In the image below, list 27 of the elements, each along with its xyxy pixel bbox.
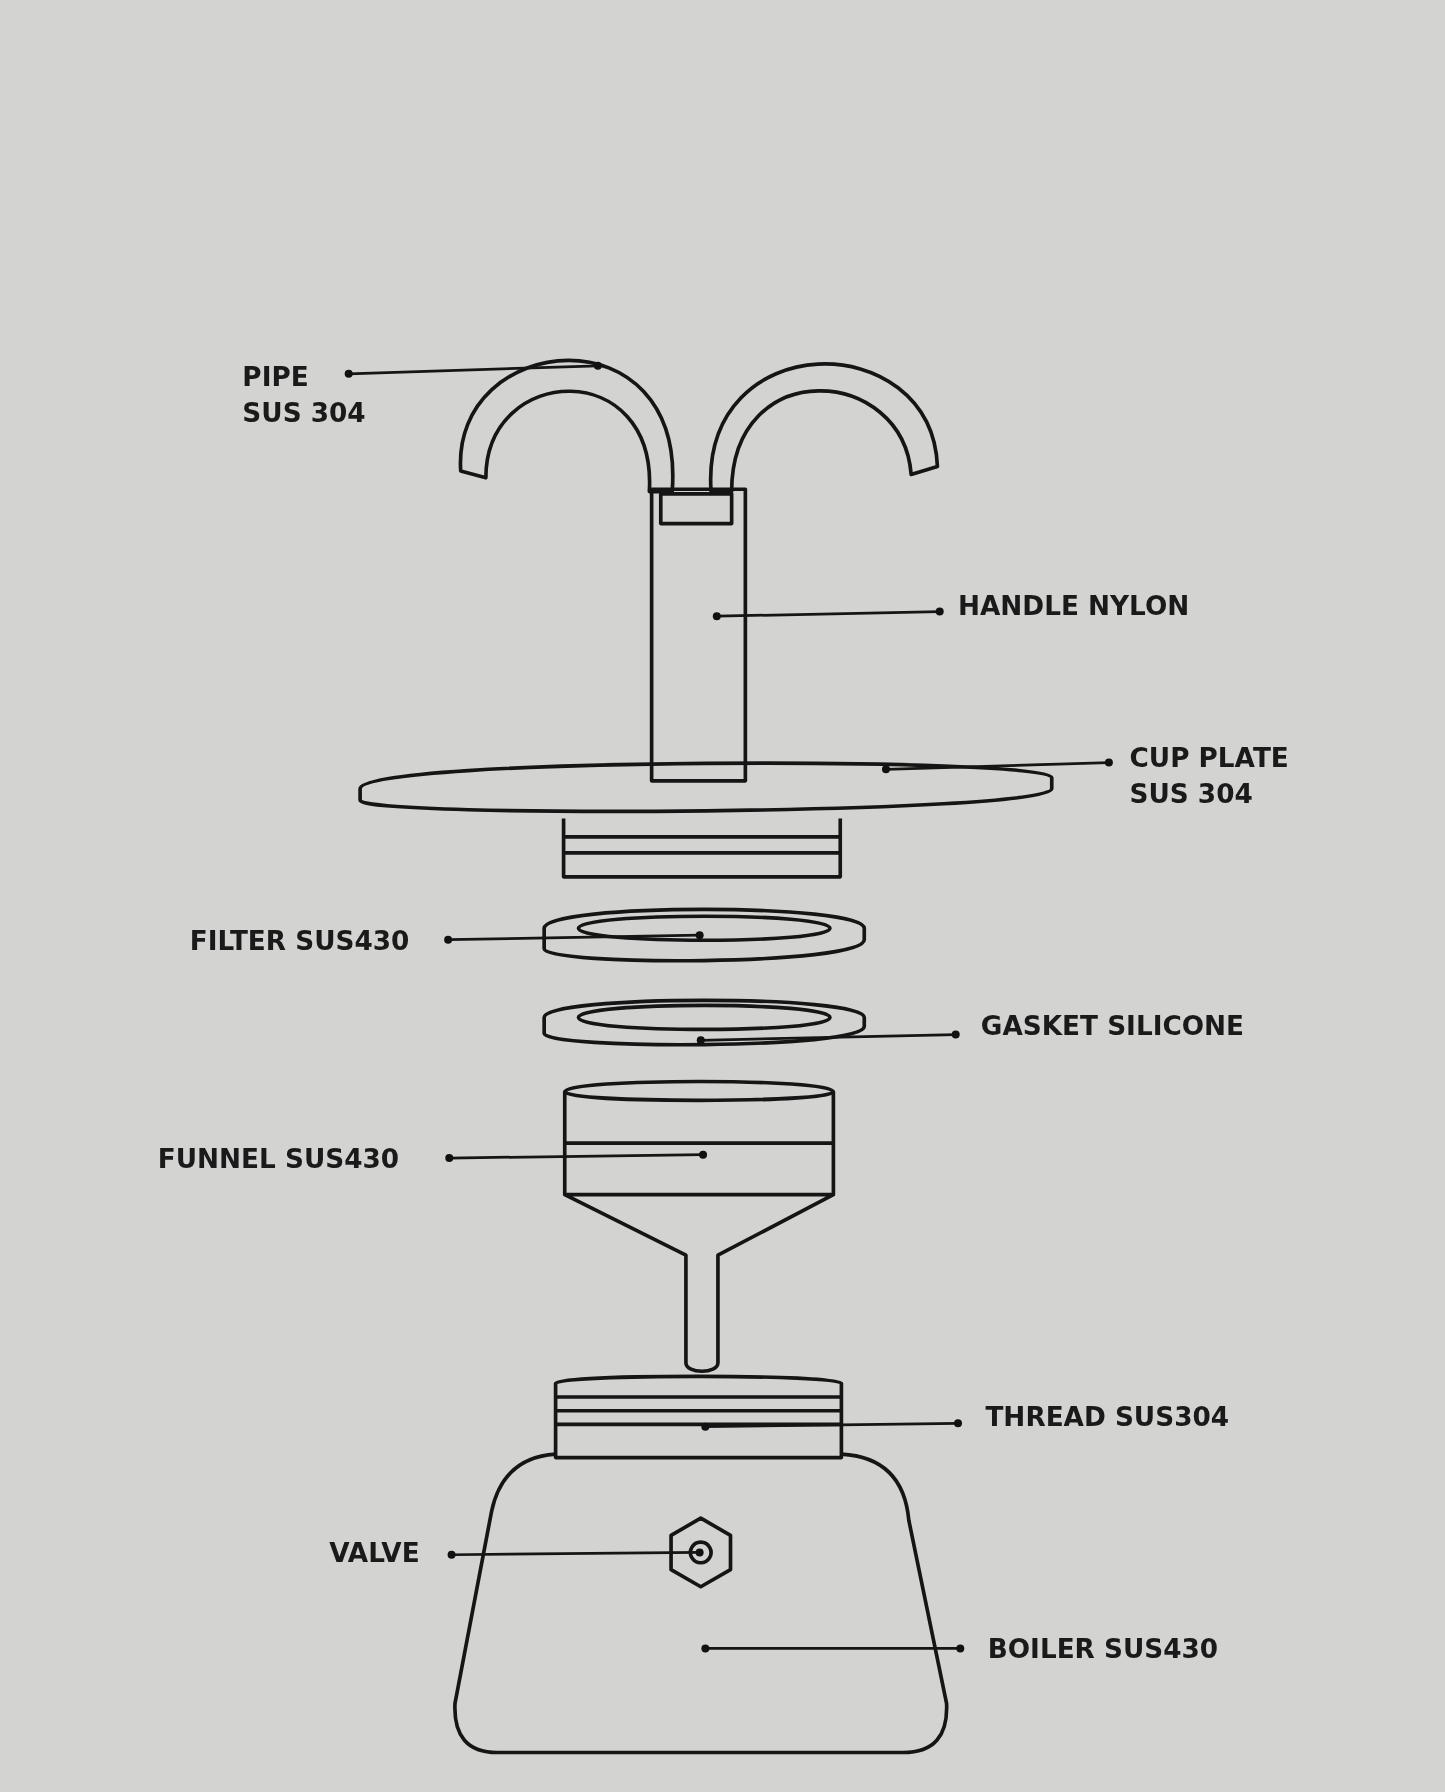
leader-line <box>444 931 704 944</box>
filter-drawing <box>542 907 867 963</box>
part-label: PIPE SUS 304 <box>242 360 371 431</box>
thread-drawing <box>553 1374 844 1460</box>
boiler-drawing <box>453 1452 949 1755</box>
part-label: VALVE <box>329 1535 420 1571</box>
part-label: THREAD SUS304 <box>985 1399 1230 1435</box>
pipe-drawing <box>458 358 940 494</box>
leader-line <box>701 1644 965 1653</box>
part-label: BOILER SUS430 <box>987 1631 1219 1667</box>
leader-line <box>344 361 602 378</box>
leader-line <box>701 1419 962 1431</box>
funnel-drawing <box>562 1079 836 1374</box>
handle-drawing <box>649 487 748 783</box>
leader-line <box>445 1150 708 1163</box>
gasket-drawing <box>542 998 867 1047</box>
part-label: FILTER SUS430 <box>189 923 410 960</box>
part-label: HANDLE NYLON <box>958 588 1190 625</box>
valve-drawing <box>669 1516 733 1589</box>
part-label: FUNNEL SUS430 <box>157 1142 400 1178</box>
part-label: CUP PLATE SUS 304 <box>1129 740 1336 812</box>
leader-line <box>696 1030 960 1045</box>
leader-line <box>447 1548 704 1559</box>
leader-line <box>882 758 1113 774</box>
cup-plate-drawing <box>358 761 1054 879</box>
leader-line <box>712 607 944 621</box>
part-label: GASKET SILICONE <box>980 1008 1245 1044</box>
